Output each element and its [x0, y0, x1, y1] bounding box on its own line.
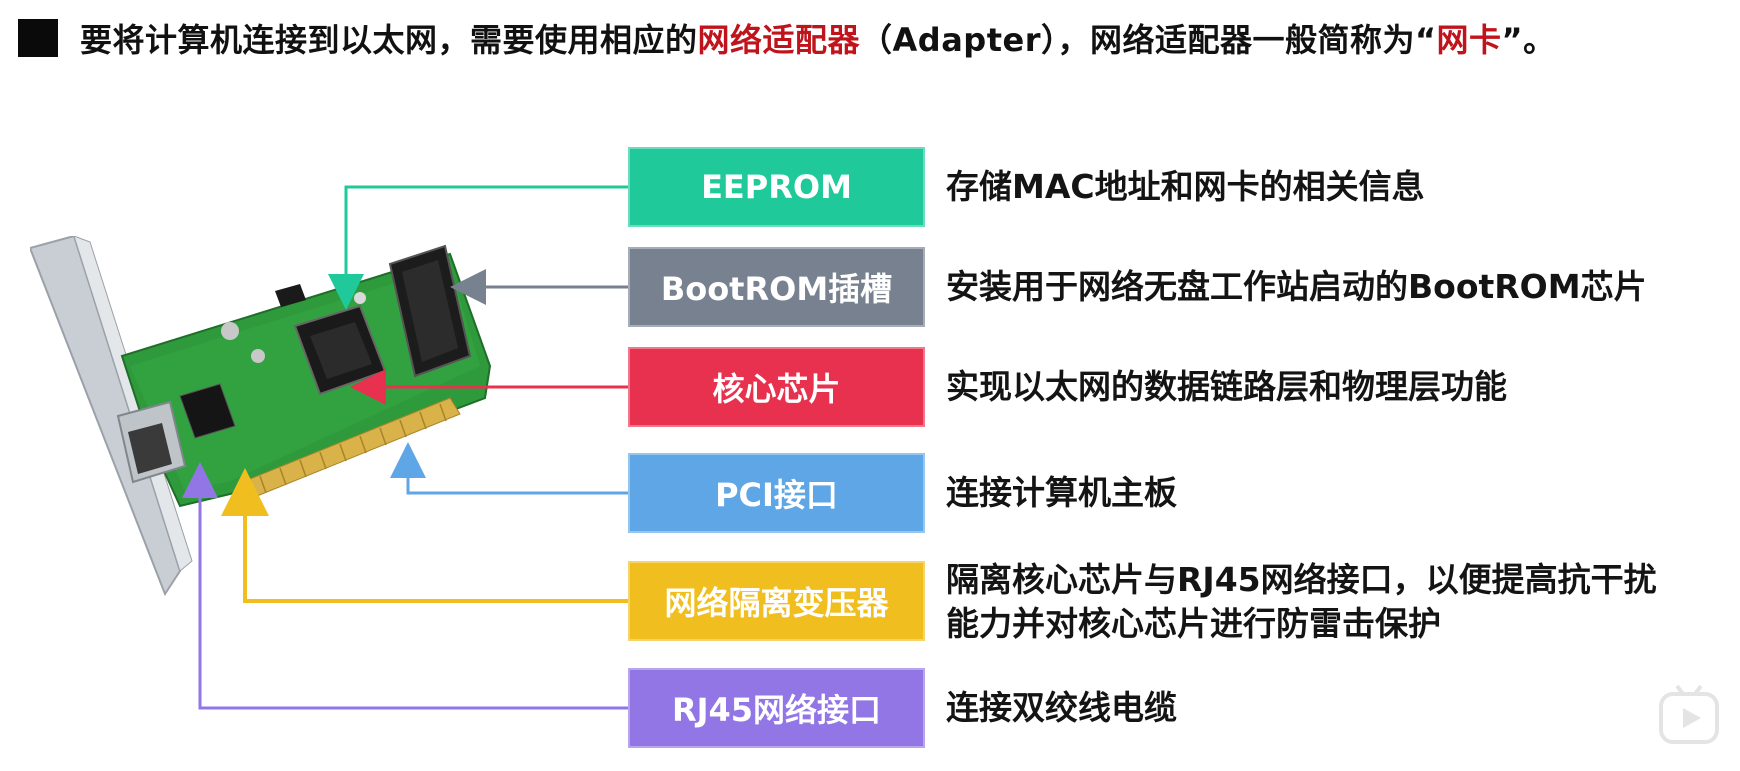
- label-rj45-interface: RJ45网络接口: [628, 668, 925, 748]
- connector-pci: [390, 442, 628, 495]
- play-icon: [1659, 684, 1719, 744]
- desc-isolation-transformer: 隔离核心芯片与RJ45网络接口，以便提高抗干扰 能力并对核心芯片进行防雷击保护: [946, 558, 1657, 646]
- title-highlight-nic: 网卡: [1436, 21, 1502, 59]
- label-bootrom-slot: BootROM插槽: [628, 247, 925, 327]
- desc-isolation-transformer-line2: 能力并对核心芯片进行防雷击保护: [946, 604, 1441, 643]
- connector-rj45: [182, 462, 628, 710]
- desc-rj45-interface: 连接双绞线电缆: [946, 688, 1177, 727]
- title-text-middle: （Adapter），网络适配器一般简称为“: [860, 21, 1437, 59]
- desc-isolation-transformer-line1: 隔离核心芯片与RJ45网络接口，以便提高抗干扰: [946, 560, 1657, 599]
- title-text-after: ”。: [1501, 21, 1556, 59]
- page-title: 要将计算机连接到以太网，需要使用相应的网络适配器（Adapter），网络适配器一…: [80, 15, 1556, 61]
- label-core-chip: 核心芯片: [628, 347, 925, 427]
- title-text-before: 要将计算机连接到以太网，需要使用相应的: [80, 21, 698, 59]
- label-eeprom: EEPROM: [628, 147, 925, 227]
- connector-eeprom: [328, 185, 628, 310]
- bullet-square: [18, 19, 58, 57]
- desc-eeprom: 存储MAC地址和网卡的相关信息: [946, 167, 1425, 206]
- title-highlight-adapter: 网络适配器: [697, 21, 861, 59]
- title-bar: 要将计算机连接到以太网，需要使用相应的网络适配器（Adapter），网络适配器一…: [18, 14, 1556, 62]
- label-pci-interface: PCI接口: [628, 453, 925, 533]
- label-isolation-transformer: 网络隔离变压器: [628, 561, 925, 641]
- desc-pci-interface: 连接计算机主板: [946, 473, 1177, 512]
- connector-transformer: [221, 468, 628, 603]
- desc-bootrom-slot: 安装用于网络无盘工作站启动的BootROM芯片: [946, 267, 1647, 306]
- desc-core-chip: 实现以太网的数据链路层和物理层功能: [946, 367, 1507, 406]
